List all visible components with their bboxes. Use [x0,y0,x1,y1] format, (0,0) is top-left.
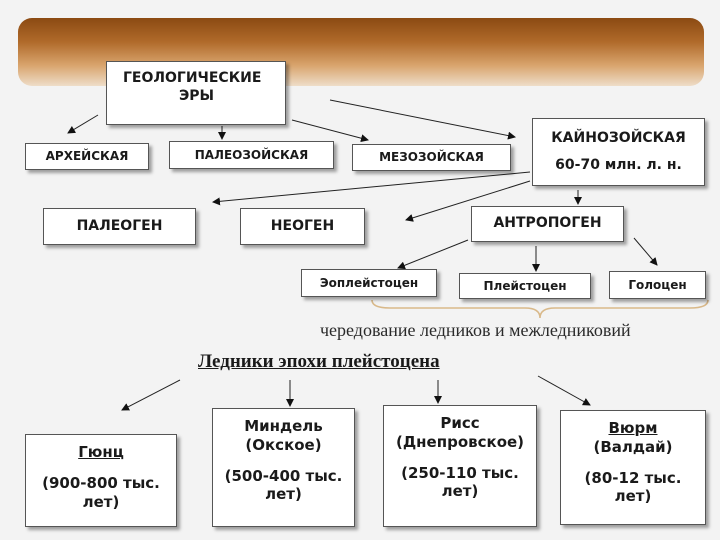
epoch-holocene-label: Голоцен [628,277,687,292]
era-paleozoic-label: ПАЛЕОЗОЙСКАЯ [194,147,309,162]
glaciation-mindel-local: (Окское) [245,435,322,454]
era-cenozoic: КАЙНОЗОЙСКАЯ 60-70 млн. л. н. [532,118,705,186]
title-line-1: ГЕОЛОГИЧЕСКИЕ [123,70,262,86]
epoch-pleistocene: Плейстоцен [459,273,591,299]
epoch-holocene: Голоцен [609,271,706,299]
glaciation-gunz: Гюнц (900-800 тыс. лет) [25,434,177,527]
period-anthropogene-label: АНТРОПОГЕН [493,215,602,232]
glaciation-wurm: Вюрм (Валдай) (80-12 тыс. лет) [560,410,706,525]
glaciation-wurm-range: (80-12 тыс. лет) [584,468,682,506]
epoch-eopleistocene: Эоплейстоцен [301,269,437,297]
glaciation-gunz-range: (900-800 тыс. лет) [42,473,160,511]
glaciation-riss-local: (Днепровское) [395,432,525,451]
glaciation-riss-name: Рисс [440,414,480,432]
glaciation-riss: Рисс (Днепровское) (250-110 тыс. лет) [383,405,537,527]
period-paleogene: ПАЛЕОГЕН [43,208,196,245]
era-cenozoic-label: КАЙНОЗОЙСКАЯ [551,129,686,146]
era-archean: АРХЕЙСКАЯ [25,143,149,170]
period-anthropogene: АНТРОПОГЕН [471,206,624,242]
era-cenozoic-age: 60-70 млн. л. н. [555,157,682,173]
glaciation-wurm-local: (Валдай) [593,437,673,456]
era-archean-label: АРХЕЙСКАЯ [45,149,129,163]
period-paleogene-label: ПАЛЕОГЕН [76,217,163,234]
glaciation-riss-range: (250-110 тыс. лет) [401,463,519,501]
glaciations-title: Ледники эпохи плейстоцена [198,351,440,372]
era-mesozoic-label: МЕЗОЗОЙСКАЯ [379,150,484,164]
epoch-pleistocene-label: Плейстоцен [483,278,567,293]
glaciation-mindel: Миндель (Окское) (500-400 тыс. лет) [212,408,355,527]
era-mesozoic: МЕЗОЗОЙСКАЯ [352,144,511,171]
era-paleozoic: ПАЛЕОЗОЙСКАЯ [169,141,334,169]
period-neogene-label: НЕОГЕН [270,217,335,234]
glaciation-wurm-name: Вюрм [608,419,658,437]
glaciation-mindel-range: (500-400 тыс. лет) [224,466,343,504]
epoch-eopleistocene-label: Эоплейстоцен [319,275,419,290]
glaciation-mindel-name: Миндель [244,417,323,435]
title-box: ГЕОЛОГИЧЕСКИЕ ЭРЫ [106,61,286,125]
interglacial-caption: чередование ледников и межледниковий [320,320,631,340]
glaciation-gunz-name: Гюнц [78,443,124,461]
period-neogene: НЕОГЕН [240,208,365,245]
title-line-2: ЭРЫ [179,87,215,104]
